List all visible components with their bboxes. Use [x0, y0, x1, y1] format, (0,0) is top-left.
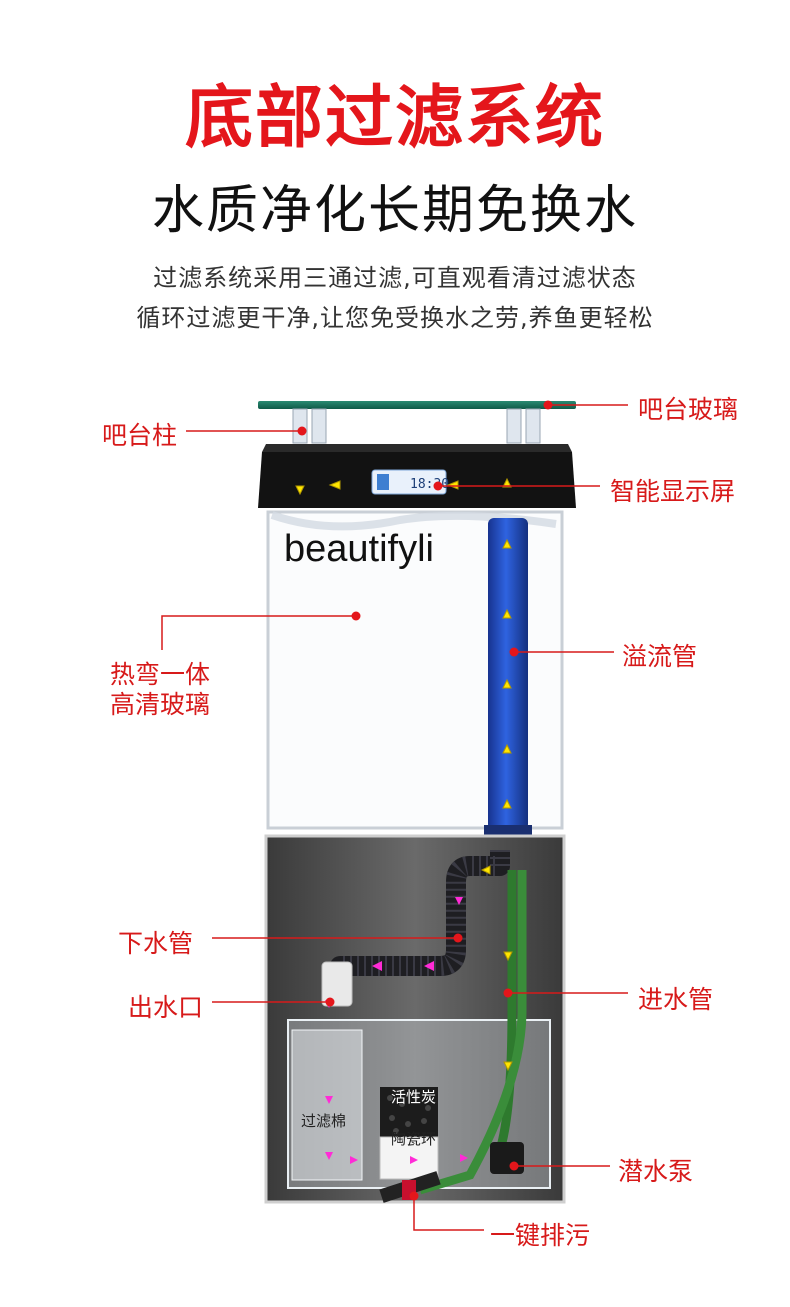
bar-column-left: [292, 408, 327, 444]
bar-glass: [258, 401, 576, 409]
label-ceramic-ring: 陶瓷环: [391, 1130, 437, 1148]
leader-lines: [161, 404, 628, 1231]
label-overflow-pipe: 溢流管: [622, 642, 698, 671]
watermark: beautifyli: [284, 528, 434, 570]
smart-display: [371, 469, 447, 495]
label-inlet-pipe: 进水管: [638, 985, 714, 1014]
label-pump: 潜水泵: [618, 1157, 694, 1186]
label-glass-line-1: 热弯一体: [110, 660, 211, 689]
description-line-2: 循环过滤更干净,让您免受换水之劳,养鱼更轻松: [136, 304, 654, 332]
marker-dots: [297, 400, 553, 1201]
display-time: 18:30: [410, 477, 449, 492]
description-line-1: 过滤系统采用三通过滤,可直观看清过滤状态: [153, 264, 637, 292]
label-bar-column: 吧台柱: [102, 421, 178, 450]
page-subtitle: 水质净化长期免换水: [151, 181, 638, 241]
label-activated-carbon: 活性炭: [391, 1088, 437, 1106]
label-glass-line-2: 高清玻璃: [110, 690, 211, 719]
overflow-pipe: [488, 518, 528, 830]
label-bar-glass: 吧台玻璃: [638, 395, 739, 424]
label-filter-cotton: 过滤棉: [301, 1112, 347, 1130]
outlet-elbow: [321, 961, 353, 1007]
label-outlet: 出水口: [128, 993, 204, 1022]
flow-arrows-yellow: [295, 477, 513, 1072]
label-glass: 热弯一体 高清玻璃: [110, 660, 210, 720]
ceramic-ring-block: [379, 1136, 439, 1180]
submersible-pump: [490, 1142, 524, 1174]
bar-column-right: [506, 408, 541, 444]
label-drain-pipe: 下水管: [118, 929, 194, 958]
page-title: 底部过滤系统: [184, 79, 605, 158]
label-smart-display: 智能显示屏: [610, 477, 736, 506]
label-one-key-drain: 一键排污: [490, 1221, 591, 1250]
